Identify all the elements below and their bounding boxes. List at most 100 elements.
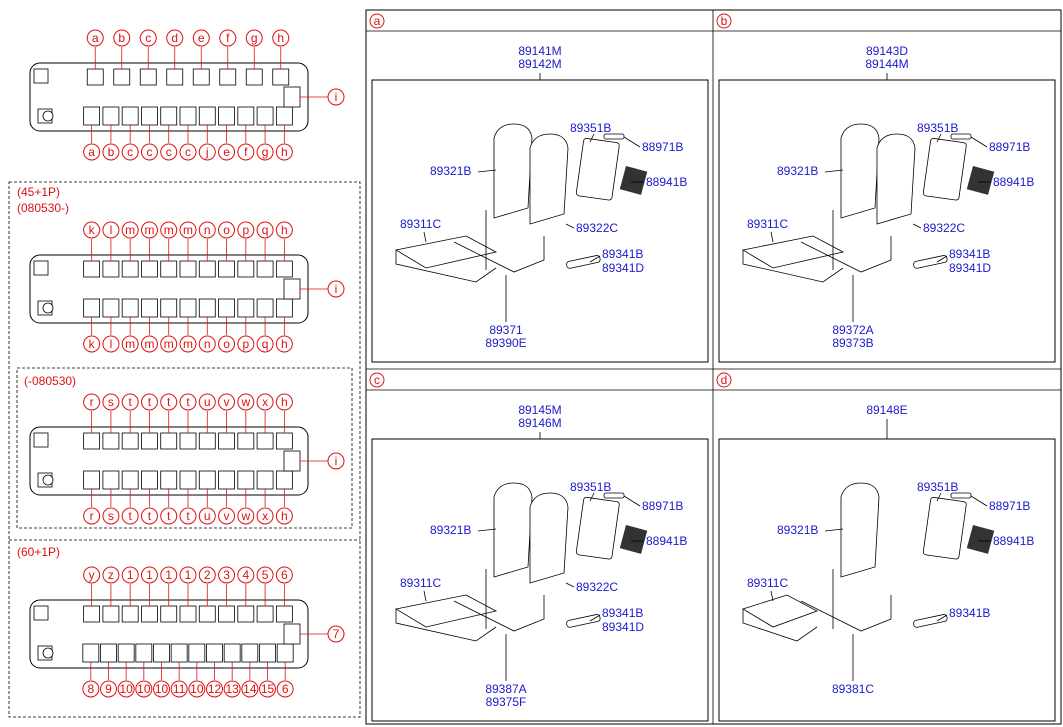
- seat-top: [198, 260, 216, 278]
- seat-bottom: [275, 106, 293, 126]
- seat-bottom: [153, 643, 170, 663]
- seat-callout: [256, 566, 274, 584]
- seat-callout-label: q: [262, 223, 269, 237]
- seat-bottom: [237, 470, 255, 490]
- seat-bottom: [218, 470, 235, 490]
- seat-callout-label: v: [224, 395, 230, 409]
- seat-net: [966, 525, 995, 554]
- panel-tag: [369, 13, 385, 29]
- seat-callout-label: a: [88, 145, 95, 159]
- seat-callout: [121, 566, 139, 584]
- group-box-45: [8, 181, 361, 718]
- seat-bottom: [198, 298, 216, 318]
- seat-top: [139, 68, 157, 86]
- seat-callout: [102, 507, 120, 525]
- seat-bottom: [198, 106, 216, 126]
- side-callout: [327, 88, 345, 106]
- seat-top: [256, 605, 274, 623]
- label-arm1: 89341B: [602, 606, 643, 620]
- seat-bottom: [218, 298, 235, 318]
- seat-net: [619, 166, 648, 195]
- seat-bottom: [256, 298, 274, 318]
- seat-callout: [256, 143, 274, 161]
- seat-callout-label: g: [262, 145, 269, 159]
- seat-back: [840, 482, 880, 578]
- seat-bottom: [198, 470, 216, 490]
- seat-callout: [237, 393, 255, 411]
- seat-callout: [237, 221, 255, 239]
- label-cushion: 89311C: [747, 576, 788, 590]
- armrest: [913, 255, 948, 269]
- seat-callout-label: 1: [127, 568, 134, 582]
- seat-callout-label: 2: [204, 568, 211, 582]
- label-net: 88941B: [993, 175, 1034, 189]
- seat-top: [245, 68, 263, 86]
- seat-callout-label: p: [242, 337, 249, 351]
- seat-callout: [139, 29, 157, 47]
- seat-bottom: [188, 643, 206, 663]
- seat-bottom: [141, 298, 158, 318]
- label-leg1: 89371: [489, 323, 523, 337]
- group1-title2: (080530-): [17, 201, 69, 215]
- seat-callout-label: c: [127, 145, 133, 159]
- panel-d: d89148E89351B88971B88941B89321B89311C893…: [716, 372, 1056, 722]
- seat-top: [83, 260, 101, 278]
- seat-callout-label: b: [108, 145, 115, 159]
- label-back-cover: 89351B: [917, 480, 958, 494]
- seat-callout-label: y: [89, 568, 95, 582]
- label-net: 88941B: [993, 534, 1034, 548]
- label-headrest-cap: 88971B: [989, 140, 1030, 154]
- seat-top: [102, 432, 120, 450]
- seat-back: [493, 482, 533, 578]
- seat-callout-label: j: [205, 145, 209, 159]
- armrest: [913, 614, 948, 628]
- seat-top: [141, 432, 158, 450]
- seat-callout-label: c: [145, 31, 151, 45]
- panel-tag: [716, 372, 732, 388]
- label-net: 88941B: [646, 175, 687, 189]
- seat-callout: [198, 566, 216, 584]
- seat-callout: [219, 29, 237, 47]
- seat-bottom: [160, 298, 178, 318]
- panel-c: c89145M89146M89351B88971B88941B89321B893…: [369, 372, 709, 722]
- seat-bottom: [121, 106, 139, 126]
- seat-bottom: [83, 106, 101, 126]
- seat-top: [272, 68, 290, 86]
- seat-callout: [140, 221, 158, 239]
- seat-callout-label: u: [204, 509, 211, 523]
- seat-callout-label: c: [166, 145, 172, 159]
- seat-top: [179, 432, 197, 450]
- label-hinge: 89322C: [576, 221, 618, 235]
- seat-back-2: [876, 133, 916, 225]
- label-arm1: 89341B: [949, 606, 990, 620]
- label-back: 89321B: [777, 523, 818, 537]
- seat-bottom: [241, 643, 259, 663]
- group2-title: (-080530): [24, 374, 76, 388]
- seat-callout-label: s: [108, 509, 114, 523]
- assembly-number: 89146M: [518, 416, 561, 430]
- label-back: 89321B: [430, 523, 471, 537]
- seat-callout: [83, 393, 101, 411]
- seat-callout: [113, 29, 131, 47]
- seat-frame: [453, 210, 545, 273]
- seat-callout-label: h: [277, 31, 284, 45]
- seat-callout: [121, 221, 139, 239]
- seat-callout-label: h: [281, 509, 288, 523]
- seat-callout-label: t: [129, 395, 133, 409]
- seat-callout-label: n: [204, 337, 211, 351]
- seat-callout: [160, 143, 178, 161]
- seat-top: [160, 432, 178, 450]
- seat-top: [198, 432, 216, 450]
- panel-inner-frame: [718, 79, 1056, 363]
- panel-inner-frame: [371, 79, 709, 363]
- seat-back-2: [529, 133, 569, 225]
- seat-net: [619, 525, 648, 554]
- seat-callout: [237, 143, 255, 161]
- steering-wheel-icon: [42, 474, 54, 486]
- seat-callout: [272, 29, 290, 47]
- seat-top: [160, 260, 178, 278]
- seat-bottom: [170, 643, 188, 663]
- seat-callout: [100, 680, 117, 698]
- seat-top: [121, 605, 139, 623]
